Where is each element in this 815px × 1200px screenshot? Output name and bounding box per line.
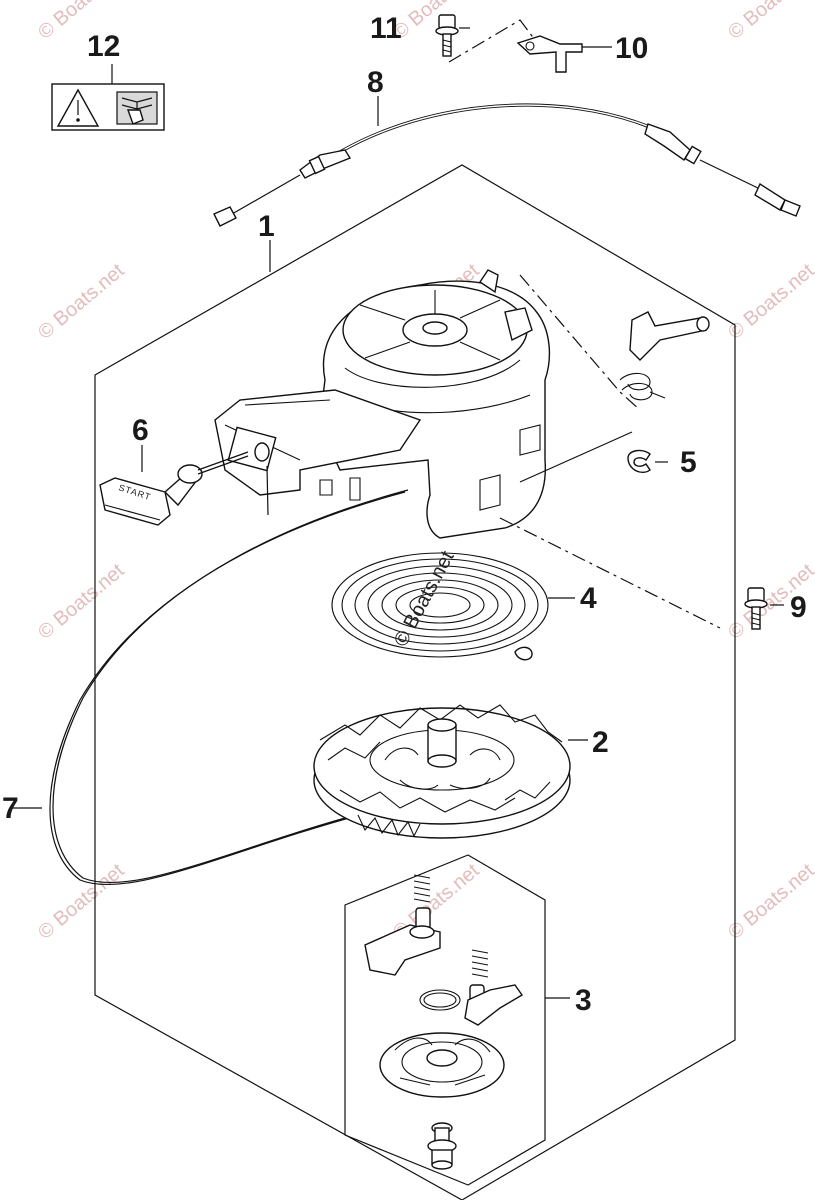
callout-10: 10 xyxy=(615,32,648,65)
callout-5: 5 xyxy=(680,446,697,479)
watermark: © Boats.net xyxy=(724,259,815,343)
start-handle-part-6: START xyxy=(99,445,249,526)
bracket-part-10 xyxy=(448,19,612,73)
pawl-lever-part xyxy=(519,274,710,411)
watermark: © Boats.net xyxy=(34,259,129,343)
clip-part-5 xyxy=(627,449,668,474)
callout-2: 2 xyxy=(592,726,609,759)
watermark: © Boats.net xyxy=(724,0,815,44)
cable-part-8 xyxy=(213,96,801,227)
reel-part-2 xyxy=(313,704,588,839)
callout-3: 3 xyxy=(575,984,592,1017)
watermark: © Boats.net xyxy=(724,859,815,943)
callout-11: 11 xyxy=(370,12,402,45)
watermark: © Boats.net xyxy=(34,859,129,943)
callout-4: 4 xyxy=(580,582,597,615)
callout-12: 12 xyxy=(87,30,120,63)
assembly-box-outline xyxy=(94,164,736,1200)
bolt-part-11 xyxy=(435,14,470,57)
starter-housing-part-1 xyxy=(214,269,633,539)
callout-1: 1 xyxy=(258,210,275,243)
bolt-part-9 xyxy=(499,517,784,630)
callout-8: 8 xyxy=(367,66,384,99)
watermark: © Boats.net xyxy=(34,559,129,643)
watermark: © Boats.net xyxy=(389,0,484,44)
rope-part-7 xyxy=(49,491,406,886)
subassembly-box-3-outline xyxy=(344,854,546,1186)
callout-6: 6 xyxy=(132,414,149,447)
callout-7: 7 xyxy=(2,792,19,825)
ratchet-part-3 xyxy=(364,874,570,1170)
warning-label-part xyxy=(51,64,165,131)
callout-9: 9 xyxy=(790,591,807,624)
callouts: 1 2 3 4 5 6 7 8 9 10 11 12 xyxy=(2,12,807,1017)
recoil-spring-part-4: © Boats.net xyxy=(331,547,575,661)
